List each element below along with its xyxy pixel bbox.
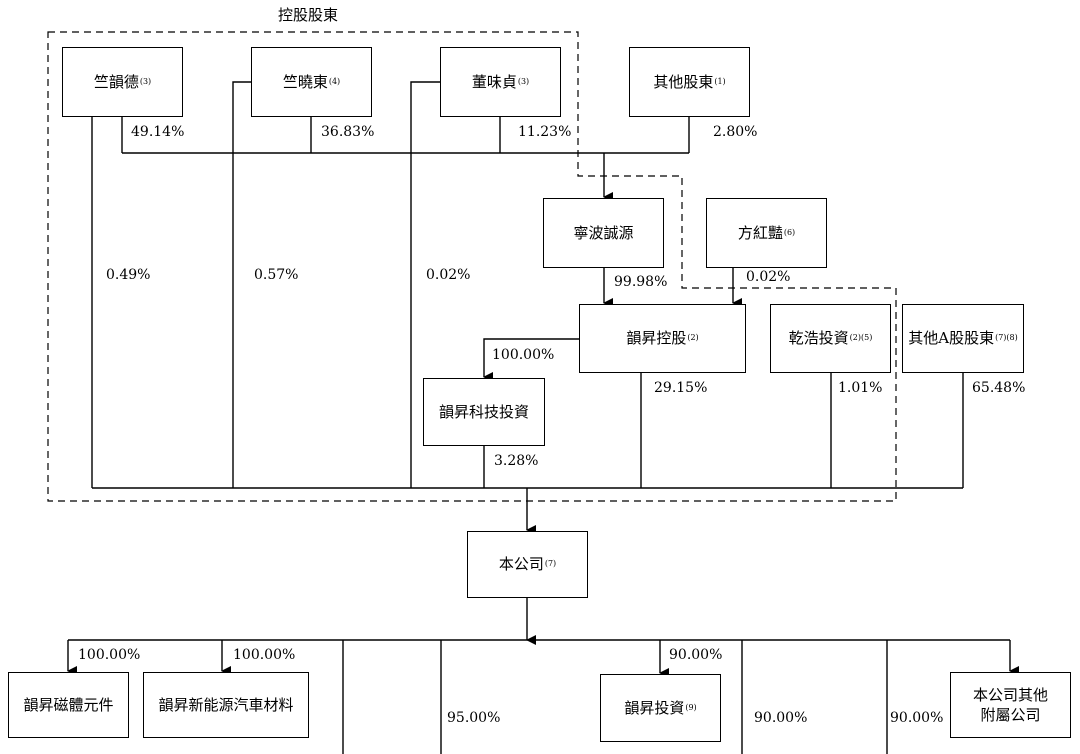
pct-company-investment: 90.00% [669,647,723,663]
dong-weizhen-note: (3) [517,76,530,86]
yunsheng-investment-note: (9) [685,702,697,712]
pct-fang-holding: 0.02% [746,269,791,285]
fang-hongyan-note: (6) [783,227,796,237]
qianhao-investment-note: (2)(5) [849,333,873,343]
fang-hongyan-name: 方紅豔 [737,223,783,242]
other-shareholders-box: 其他股東(1) [629,47,750,117]
line-dong-company [410,81,441,488]
line-zhu-xiaodong-company [232,81,252,488]
pct-zhu-xiaodong-ningbo: 36.83% [321,124,375,140]
controlling-group-boundary [47,31,897,502]
pct-zhu-yunde-company: 0.49% [106,267,151,283]
pct-zhu-xiaodong-company: 0.57% [254,267,299,283]
pct-dong-ningbo: 11.23% [518,124,572,140]
zhu-yunde-name: 竺韻德 [93,72,139,91]
pct-sub-95: 95.00% [447,710,501,726]
yunsheng-holding-note: (2) [687,333,699,343]
pct-company-new-energy: 100.00% [233,647,296,663]
yunsheng-tech-investment-name: 韻昇科技投資 [438,402,529,421]
dong-weizhen-box: 董味貞(3) [440,47,561,117]
yunsheng-magnet-name: 韻昇磁體元件 [23,695,114,714]
zhu-yunde-note: (3) [139,76,152,86]
ningbo-chengyuan-box: 寧波誠源 [543,198,664,268]
yunsheng-new-energy-box: 韻昇新能源汽車材料 [143,672,309,738]
other-a-shareholders-name: 其他A股股東 [908,329,995,348]
other-shareholders-name: 其他股東 [653,72,714,91]
yunsheng-magnet-box: 韻昇磁體元件 [8,672,129,738]
other-a-shareholders-note: (7)(8) [995,333,1018,343]
company-box: 本公司(7) [467,531,588,598]
yunsheng-new-energy-name: 韻昇新能源汽車材料 [158,695,294,714]
pct-holding-company: 29.15% [654,380,708,396]
company-note: (7) [544,559,557,569]
pct-tech-company: 3.28% [494,453,539,469]
pct-other-a-company: 65.48% [972,380,1026,396]
qianhao-investment-box: 乾浩投資(2)(5) [770,304,891,373]
zhu-xiaodong-box: 竺曉東(4) [251,47,372,117]
yunsheng-tech-investment-box: 韻昇科技投資 [423,378,545,446]
zhu-yunde-box: 竺韻德(3) [62,47,183,117]
zhu-xiaodong-name: 竺曉東 [282,72,328,91]
yunsheng-holding-name: 韻昇控股 [626,329,687,348]
other-subsidiaries-box: 本公司其他 附屬公司 [950,672,1071,738]
pct-dong-company: 0.02% [426,267,471,283]
qianhao-investment-name: 乾浩投資 [788,329,849,348]
yunsheng-investment-name: 韻昇投資 [624,698,685,717]
pct-company-magnet: 100.00% [78,647,141,663]
pct-qianhao-company: 1.01% [838,380,883,396]
zhu-xiaodong-note: (4) [328,76,341,86]
dong-weizhen-name: 董味貞 [471,72,517,91]
company-name: 本公司 [498,555,544,574]
arrow-holding-tech [483,338,579,382]
group-label: 控股股東 [278,6,339,24]
ningbo-chengyuan-name: 寧波誠源 [573,223,634,242]
pct-holding-tech: 100.00% [492,347,555,363]
pct-sub-90-b: 90.00% [890,710,944,726]
pct-zhu-yunde-ningbo: 49.14% [131,124,185,140]
other-shareholders-note: (1) [714,76,726,86]
pct-ningbo-holding: 99.98% [614,274,668,290]
other-a-shareholders-box: 其他A股股東(7)(8) [902,304,1024,373]
pct-sub-90-a: 90.00% [754,710,808,726]
yunsheng-holding-box: 韻昇控股(2) [579,304,746,373]
pct-others-ningbo: 2.80% [713,124,758,140]
other-subsidiaries-name: 本公司其他 附屬公司 [972,685,1048,724]
fang-hongyan-box: 方紅豔(6) [706,198,827,268]
yunsheng-investment-box: 韻昇投資(9) [600,674,721,742]
